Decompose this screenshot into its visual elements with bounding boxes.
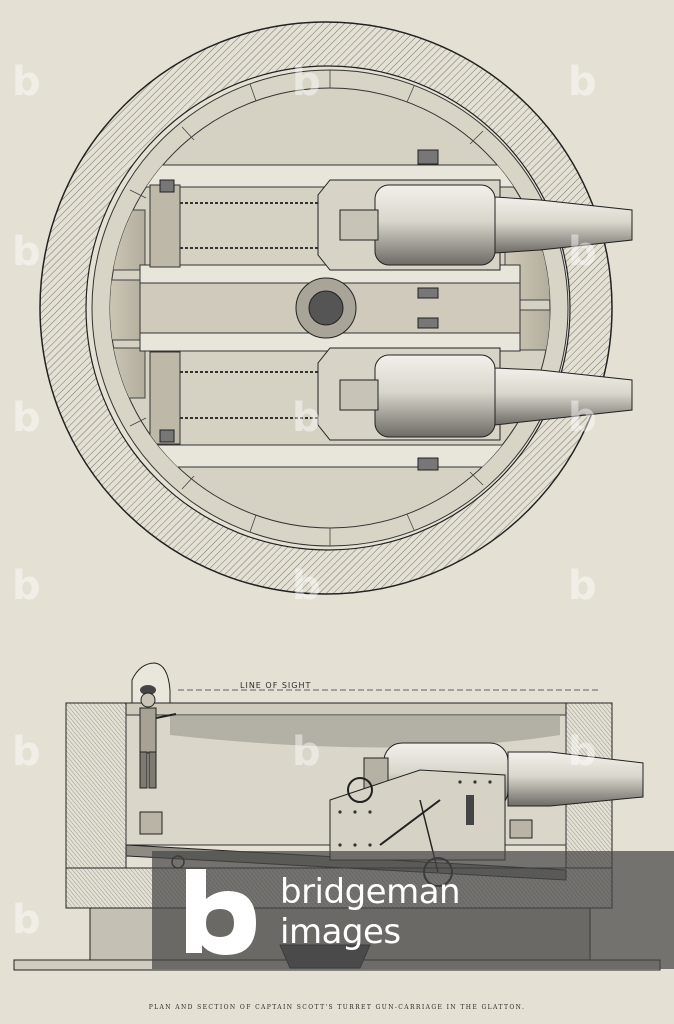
watermark-glyph: b: [292, 729, 321, 775]
watermark-glyph: b: [568, 229, 597, 275]
engraving-caption: PLAN AND SECTION OF CAPTAIN SCOTT'S TURR…: [148, 1004, 526, 1011]
turret-section-wall-left: [65, 702, 127, 869]
watermark-glyph: b: [12, 897, 41, 943]
bridgeman-logo-icon: [186, 869, 256, 955]
plan-view: [39, 21, 633, 595]
watermark-glyph: b: [292, 395, 321, 441]
brand-subtitle: images: [280, 912, 401, 952]
watermark-glyph: b: [12, 563, 41, 609]
upper-gun: [339, 184, 633, 266]
watermark-glyph: b: [568, 59, 597, 105]
watermark-glyph: b: [568, 563, 597, 609]
watermark-glyph: b: [12, 229, 41, 275]
brand-name: bridgeman: [280, 872, 461, 912]
watermark-glyph: b: [568, 395, 597, 441]
bridgeman-watermark: bridgeman images: [152, 851, 674, 969]
watermark-glyph: b: [12, 729, 41, 775]
line-of-sight-label: LINE OF SIGHT: [240, 681, 312, 690]
watermark-glyph: b: [568, 729, 597, 775]
lower-gun: [339, 354, 633, 438]
watermark-glyph: b: [12, 59, 41, 105]
watermark-glyph: b: [12, 395, 41, 441]
sailor-figure: [139, 685, 177, 789]
watermark-glyph: b: [292, 563, 321, 609]
gun-carriage: [329, 769, 506, 861]
watermark-glyph: b: [292, 59, 321, 105]
